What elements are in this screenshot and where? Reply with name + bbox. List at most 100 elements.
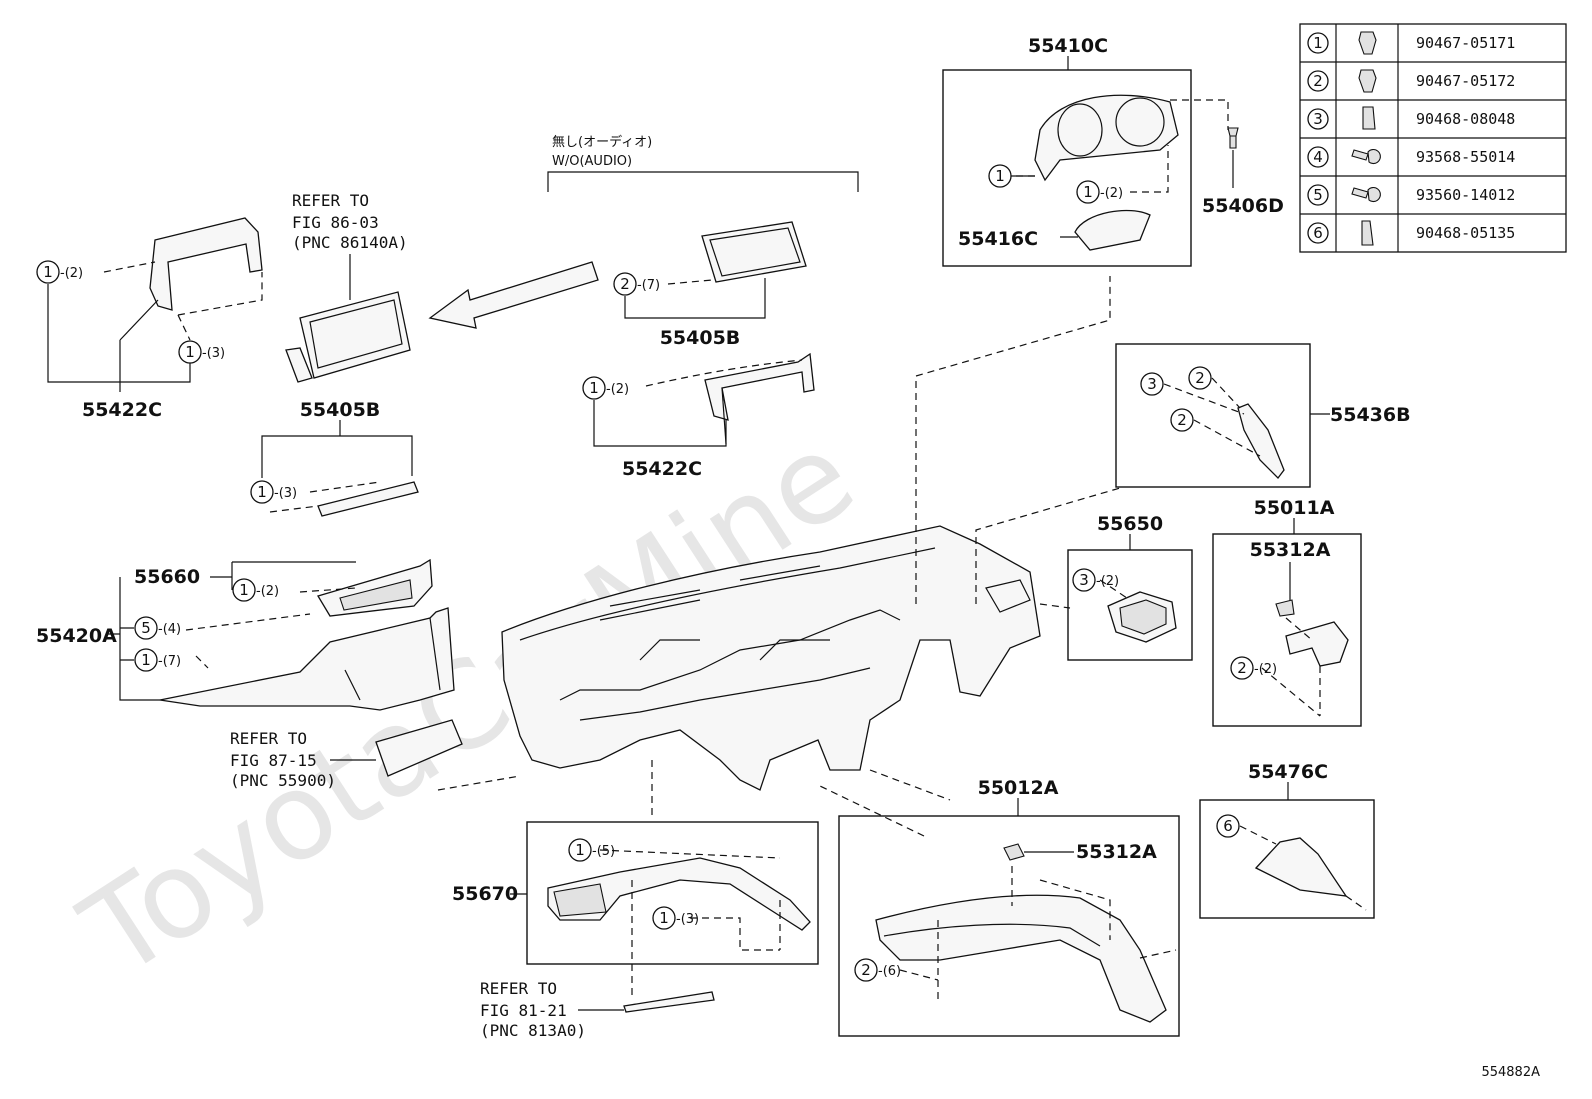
group-55012A[interactable]: 55012A 55312A xyxy=(838,777,1180,1037)
audio-note-jp: 無し(オーディオ) xyxy=(552,134,652,150)
refer-line-1: REFER TO xyxy=(292,191,369,210)
group-55011A[interactable]: 55011A 55312A xyxy=(1212,497,1362,727)
callout-c12[interactable]: 2 -(2) xyxy=(1230,656,1277,680)
svg-text:1: 1 xyxy=(185,343,195,361)
refer-86-03[interactable]: REFER TO FIG 86-03 (PNC 86140A) xyxy=(285,191,411,383)
part-label-55312A-a: 55312A xyxy=(1250,539,1331,561)
svg-text:-(4): -(4) xyxy=(158,622,181,637)
clip-55406D-part xyxy=(1227,127,1239,149)
svg-text:-(2): -(2) xyxy=(256,584,279,599)
callout-c11[interactable]: 3 -(2) xyxy=(1072,568,1119,592)
group-55420A[interactable]: 55660 55420A xyxy=(36,558,455,711)
bracket-55422C-left-part xyxy=(149,217,263,311)
callout-c19[interactable]: 6 xyxy=(1216,814,1240,838)
svg-text:1: 1 xyxy=(257,483,267,501)
part-label-55011A: 55011A xyxy=(1254,497,1335,519)
audio-note: 無し(オーディオ) W/O(AUDIO) xyxy=(547,134,859,192)
callout-c14[interactable]: 5 -(4) xyxy=(134,616,181,640)
clip-icon xyxy=(1358,69,1377,93)
part-label-55422C-left: 55422C xyxy=(82,399,162,421)
group-55406D[interactable]: 55406D xyxy=(1202,127,1284,217)
screw-icon xyxy=(1351,186,1381,203)
svg-text:6: 6 xyxy=(1313,224,1323,242)
svg-text:-(3): -(3) xyxy=(676,912,699,927)
callout-c9[interactable]: 2 xyxy=(1188,366,1212,390)
cover-55011A-part xyxy=(1285,621,1349,667)
callout-c10[interactable]: 2 xyxy=(1170,408,1194,432)
svg-text:-(7): -(7) xyxy=(158,654,181,669)
refer-line-3: (PNC 86140A) xyxy=(292,233,408,252)
callout-c17[interactable]: 1 -(3) xyxy=(652,906,699,930)
callout-c5[interactable]: 2 -(7) xyxy=(613,272,660,296)
callout-c13[interactable]: 1 -(2) xyxy=(232,578,279,602)
group-55410C[interactable]: 55410C 55416C xyxy=(942,35,1229,267)
screw-icon xyxy=(1351,148,1381,165)
fastener-part-number: 90468-05135 xyxy=(1416,224,1515,242)
refer-line-1: REFER TO xyxy=(230,729,307,748)
part-label-55670: 55670 xyxy=(452,883,518,905)
callout-c1[interactable]: 1 xyxy=(988,164,1035,188)
svg-text:1: 1 xyxy=(659,909,669,927)
refer-line-3: (PNC 813A0) xyxy=(480,1021,586,1040)
callout-c2[interactable]: 1 -(2) xyxy=(1076,180,1123,204)
callout-c6[interactable]: 1 -(2) xyxy=(582,376,629,400)
part-label-55410C: 55410C xyxy=(1028,35,1108,57)
callout-c16[interactable]: 1 -(5) xyxy=(568,838,615,862)
part-label-55436B: 55436B xyxy=(1330,404,1411,426)
callout-c3[interactable]: 1 -(2) xyxy=(36,260,83,284)
svg-text:5: 5 xyxy=(1313,186,1323,204)
fastener-row-6[interactable]: 6 90468-05135 xyxy=(1307,220,1515,246)
svg-text:1: 1 xyxy=(995,167,1005,185)
garnish-55416C-part xyxy=(1074,209,1151,251)
refer-87-15[interactable]: REFER TO FIG 87-15 (PNC 55900) xyxy=(230,719,521,791)
part-label-55312A-b: 55312A xyxy=(1076,841,1157,863)
part-label-55660: 55660 xyxy=(134,566,200,588)
svg-text:2: 2 xyxy=(620,275,630,293)
svg-text:1: 1 xyxy=(589,379,599,397)
refer-81-21[interactable]: REFER TO FIG 81-21 (PNC 813A0) xyxy=(480,964,715,1040)
fastener-part-number: 90467-05172 xyxy=(1416,72,1515,90)
refer-line-2: FIG 87-15 xyxy=(230,751,317,770)
fastener-part-number: 93560-14012 xyxy=(1416,186,1515,204)
fastener-row-1[interactable]: 1 90467-05171 xyxy=(1307,31,1515,55)
group-55436B[interactable]: 55436B xyxy=(1115,343,1411,488)
panel-55420A-part xyxy=(159,607,455,711)
garnish-55436B-part xyxy=(1237,403,1285,479)
cover-55476C-part xyxy=(1254,837,1348,897)
svg-text:2: 2 xyxy=(861,961,871,979)
group-55422C-mid[interactable]: 55422C xyxy=(593,352,815,480)
svg-text:1: 1 xyxy=(1083,183,1093,201)
arrow-icon xyxy=(428,261,599,329)
group-55422C-left[interactable]: 55422C xyxy=(47,217,263,421)
part-label-55476C: 55476C xyxy=(1248,761,1328,783)
fastener-table: 1 90467-05171 2 90467-05172 3 90468-0804… xyxy=(1299,23,1567,253)
callout-c8[interactable]: 3 xyxy=(1140,372,1164,396)
clip-icon xyxy=(1361,220,1374,246)
svg-text:-(6): -(6) xyxy=(878,964,901,979)
svg-text:3: 3 xyxy=(1313,110,1323,128)
group-55405B-mid[interactable]: 55405B xyxy=(261,399,419,517)
callout-c15[interactable]: 1 -(7) xyxy=(134,648,181,672)
fastener-row-4[interactable]: 4 93568-55014 xyxy=(1307,146,1515,168)
instrument-panel[interactable] xyxy=(501,276,1121,837)
callout-c18[interactable]: 2 -(6) xyxy=(854,958,901,982)
fastener-row-3[interactable]: 3 90468-08048 xyxy=(1307,106,1515,130)
group-55670[interactable]: 55670 xyxy=(452,821,819,965)
svg-text:5: 5 xyxy=(141,619,151,637)
refer-line-3: (PNC 55900) xyxy=(230,771,336,790)
callout-c4[interactable]: 1 -(3) xyxy=(178,340,225,364)
audio-note-en: W/O(AUDIO) xyxy=(552,154,632,169)
group-55476C[interactable]: 55476C xyxy=(1199,761,1375,919)
bracket-55422C-part xyxy=(704,352,815,421)
group-55650[interactable]: 55650 xyxy=(1067,513,1193,661)
fastener-row-5[interactable]: 5 93560-14012 xyxy=(1307,184,1515,206)
callout-c7[interactable]: 1 -(3) xyxy=(250,480,297,504)
svg-text:1: 1 xyxy=(1313,34,1323,52)
svg-text:-(2): -(2) xyxy=(606,382,629,397)
part-label-55420A: 55420A xyxy=(36,625,117,647)
group-55405B-top[interactable]: 55405B xyxy=(624,221,807,349)
svg-text:1: 1 xyxy=(239,581,249,599)
part-label-55406D: 55406D xyxy=(1202,195,1284,217)
svg-text:2: 2 xyxy=(1195,369,1205,387)
fastener-row-2[interactable]: 2 90467-05172 xyxy=(1307,69,1515,93)
